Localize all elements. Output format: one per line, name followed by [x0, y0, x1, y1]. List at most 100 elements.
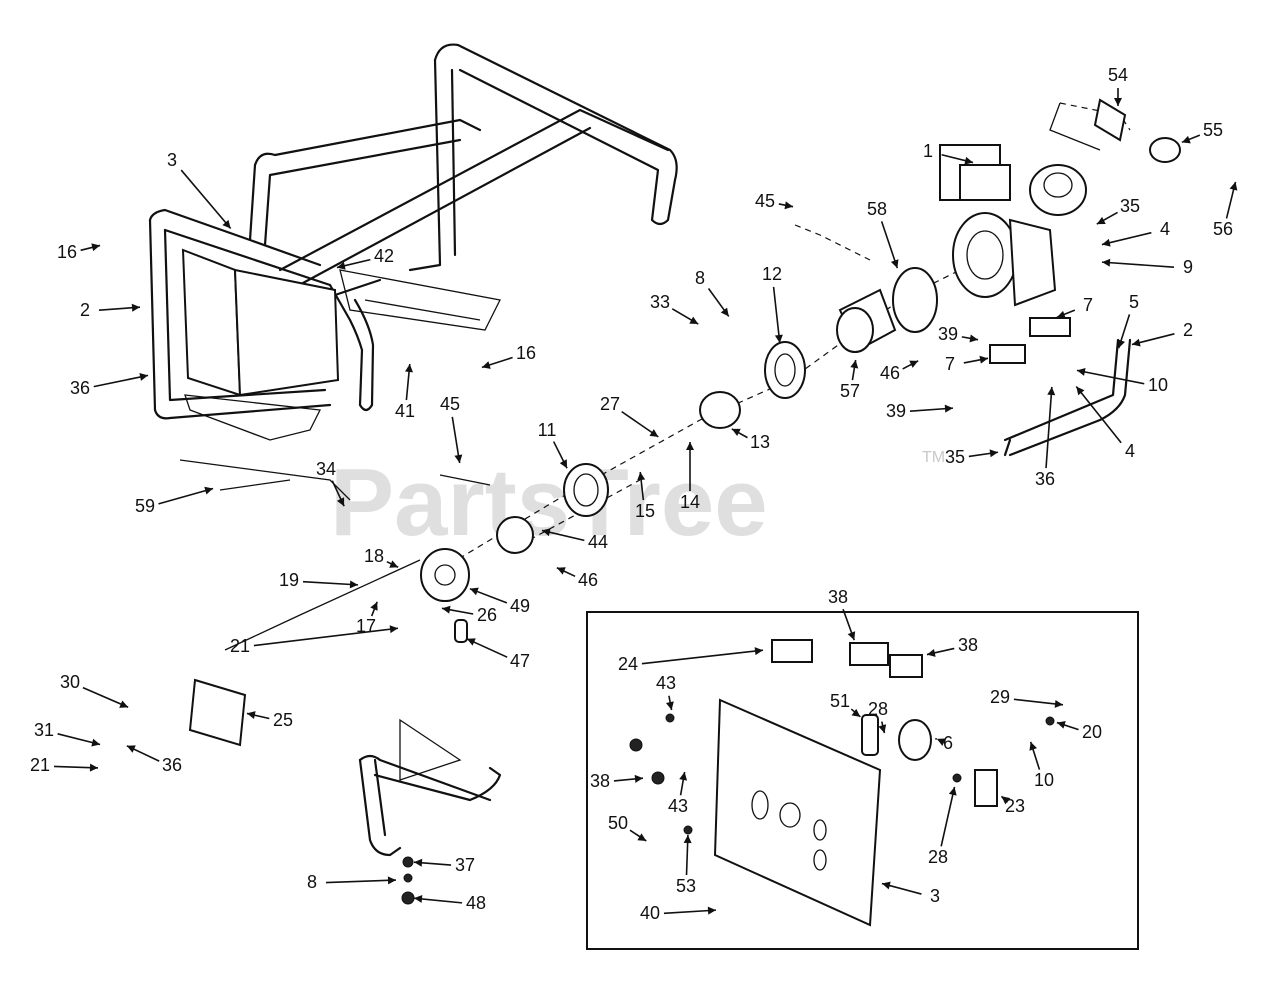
callout-label: 19 — [279, 570, 299, 590]
callout-28: 28 — [928, 786, 957, 867]
callout-label: 6 — [943, 733, 953, 753]
callout-arrowhead — [851, 708, 861, 717]
callout-30: 30 — [60, 672, 129, 708]
callout-label: 10 — [1034, 770, 1054, 790]
callout-12: 12 — [762, 264, 783, 344]
callout-arrowhead — [707, 906, 717, 915]
callout-arrowhead — [389, 560, 399, 568]
callout-arrowhead — [784, 201, 794, 210]
callout-arrowhead — [454, 454, 463, 464]
callout-46: 46 — [556, 567, 598, 590]
callout-label: 49 — [510, 596, 530, 616]
callout-arrowhead — [91, 738, 101, 747]
callout-arrowhead — [683, 834, 692, 844]
callout-arrow — [1076, 369, 1145, 385]
callout-label: 14 — [680, 492, 700, 512]
callout-8: 8 — [695, 268, 730, 317]
callout-40: 40 — [640, 903, 717, 923]
callout-arrowhead — [969, 334, 979, 343]
callout-arrowhead — [878, 724, 887, 734]
callout-arrowhead — [890, 259, 899, 269]
callout-arrowhead — [126, 745, 136, 753]
callout-arrowhead — [349, 580, 359, 589]
callout-label: 43 — [656, 673, 676, 693]
receptacle-6 — [898, 719, 932, 761]
callout-arrowhead — [686, 442, 694, 450]
callout-label: 59 — [135, 496, 155, 516]
callout-49: 49 — [469, 587, 530, 616]
callout-arrowhead — [1229, 181, 1238, 191]
callout-label: 7 — [1083, 295, 1093, 315]
callout-18: 18 — [364, 546, 399, 568]
callout-34: 34 — [316, 459, 345, 507]
callout-label: 7 — [945, 354, 955, 374]
callout-label: 21 — [230, 636, 250, 656]
callout-label: 3 — [930, 886, 940, 906]
callout-label: 13 — [750, 432, 770, 452]
callout-arrowhead — [389, 625, 399, 634]
callout-arrowhead — [204, 486, 214, 495]
callout-arrowhead — [441, 605, 451, 614]
callout-arrowhead — [649, 429, 659, 437]
callout-arrowhead — [679, 771, 688, 781]
callout-arrow — [1101, 261, 1175, 268]
callout-label: 5 — [1129, 292, 1139, 312]
callout-label: 33 — [650, 292, 670, 312]
callout-47: 47 — [466, 638, 530, 671]
leader-lines — [179, 102, 1131, 651]
callout-57: 57 — [840, 359, 860, 401]
callout-label: 15 — [635, 501, 655, 521]
callout-23: 23 — [1000, 796, 1025, 816]
watermark-text: PartsTree — [330, 449, 768, 556]
callout-42: 42 — [336, 246, 394, 270]
callout-33: 33 — [650, 292, 699, 325]
callout-label: 26 — [477, 605, 497, 625]
callout-59: 59 — [135, 486, 214, 516]
callout-label: 46 — [578, 570, 598, 590]
callout-label: 38 — [590, 771, 610, 791]
callout-3: 3 — [167, 150, 232, 230]
callout-53: 53 — [676, 834, 696, 896]
callout-label: 34 — [316, 459, 336, 479]
callout-arrowhead — [469, 587, 479, 596]
callout-label: 46 — [880, 363, 900, 383]
callout-7: 7 — [945, 354, 989, 374]
callout-arrowhead — [222, 219, 231, 229]
callout-arrowhead — [370, 601, 378, 611]
callout-arrowhead — [948, 786, 957, 796]
callout-arrow — [325, 879, 397, 884]
callout-10: 10 — [1076, 367, 1168, 395]
callout-44: 44 — [541, 528, 608, 552]
callout-54: 54 — [1108, 65, 1128, 106]
callout-16: 16 — [57, 242, 101, 262]
callout-label: 23 — [1005, 796, 1025, 816]
rotor-11 — [563, 463, 609, 517]
callout-25: 25 — [246, 710, 293, 730]
callout-36: 36 — [126, 745, 182, 775]
callout-50: 50 — [608, 813, 647, 842]
callout-2: 2 — [1131, 320, 1193, 347]
callout-arrow — [880, 221, 899, 269]
callout-label: 39 — [938, 324, 958, 344]
callout-arrow — [1101, 231, 1152, 246]
callout-arrow — [1045, 386, 1053, 469]
callout-arrowhead — [850, 359, 859, 369]
control-panel-inset — [586, 611, 1139, 950]
cap-55 — [1149, 137, 1181, 163]
callout-arrowhead — [989, 449, 999, 458]
callout-arrowhead — [481, 361, 491, 369]
callout-label: 30 — [60, 672, 80, 692]
callout-label: 56 — [1213, 219, 1233, 239]
callout-7: 7 — [1056, 295, 1093, 319]
callout-arrowhead — [336, 497, 345, 507]
callout-arrowhead — [119, 700, 129, 708]
callout-label: 54 — [1108, 65, 1128, 85]
callout-label: 53 — [676, 876, 696, 896]
housing-58 — [892, 267, 938, 333]
callout-28: 28 — [868, 699, 888, 734]
callout-38: 38 — [926, 635, 978, 657]
callout-41: 41 — [395, 363, 415, 421]
callout-31: 31 — [34, 720, 101, 747]
callout-arrowhead — [720, 307, 729, 317]
